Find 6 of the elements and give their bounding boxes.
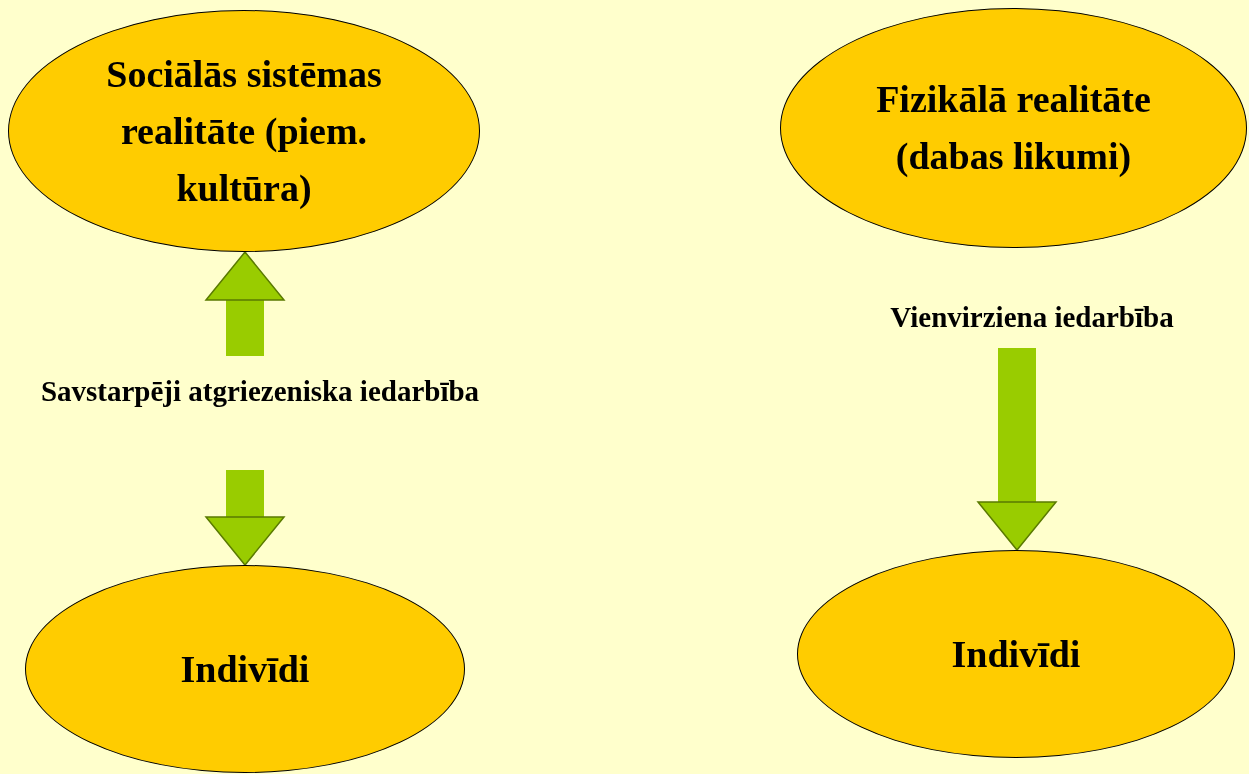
edge-label: Savstarpēji atgriezeniska iedarbība bbox=[40, 374, 480, 409]
node-text: Fizikālā realitāte (dabas likumi) bbox=[875, 77, 1152, 179]
node-text: Sociālās sistēmas realitāte (piem. kultūra) bbox=[105, 51, 383, 211]
edge-label: Vienvirziena iedarbība bbox=[889, 300, 1175, 335]
node-text: Indivīdi bbox=[180, 646, 310, 692]
node-text: Indivīdi bbox=[951, 631, 1081, 677]
